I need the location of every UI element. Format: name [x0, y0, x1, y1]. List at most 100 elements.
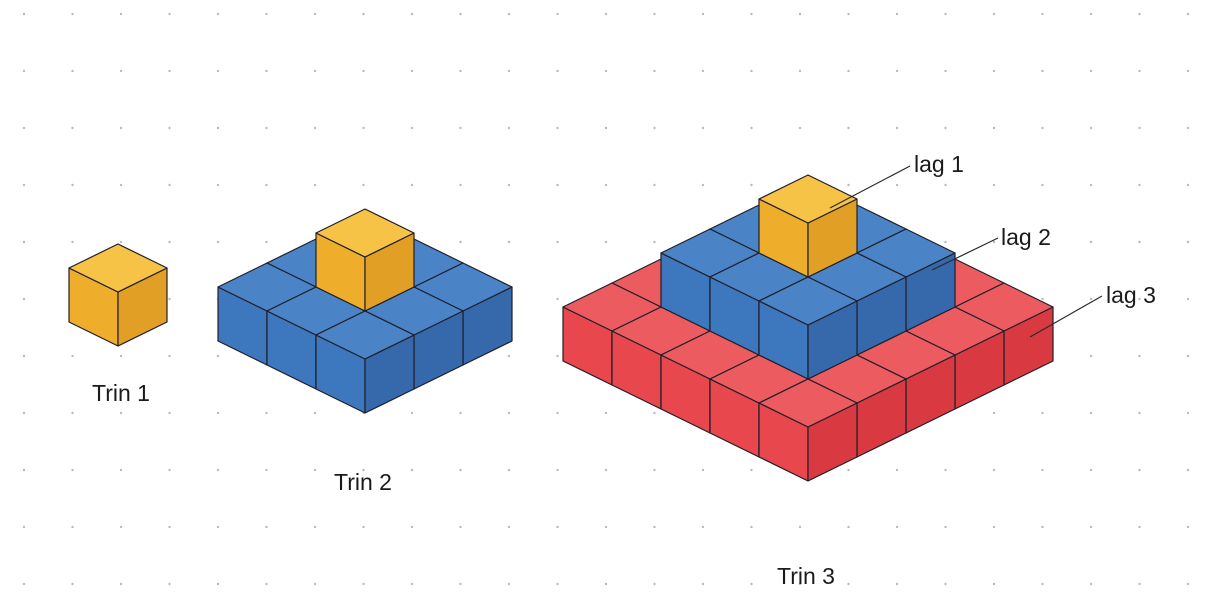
- grid-dot: [216, 411, 220, 415]
- grid-dot: [750, 468, 753, 472]
- grid-dot: [1041, 525, 1044, 529]
- grid-dot: [22, 525, 26, 529]
- structure-step-2: [217, 208, 513, 414]
- grid-dot: [168, 183, 171, 187]
- cube-top-face: [758, 378, 858, 428]
- grid-dot: [944, 525, 947, 529]
- grid-dot: [22, 468, 26, 472]
- grid-dot: [992, 240, 996, 244]
- grid-dot: [410, 525, 414, 529]
- grid-dot: [701, 126, 705, 130]
- grid-dot: [265, 240, 268, 244]
- cube-top-face: [315, 208, 415, 258]
- grid-dot: [1186, 69, 1190, 73]
- grid-dot: [701, 468, 705, 472]
- grid-dot: [216, 183, 220, 187]
- grid-dot: [1089, 297, 1093, 301]
- grid-dot: [313, 468, 317, 472]
- grid-dot: [507, 12, 511, 16]
- grid-dot: [22, 126, 26, 130]
- grid-dot: [507, 69, 511, 73]
- grid-dot: [313, 183, 317, 187]
- grid-dot: [22, 240, 26, 244]
- grid-dot: [992, 411, 996, 415]
- grid-dot: [895, 183, 899, 187]
- grid-dot: [168, 354, 171, 358]
- grid-dot: [507, 183, 511, 187]
- grid-dot: [459, 582, 462, 586]
- grid-dot: [750, 12, 753, 16]
- grid-dot: [556, 69, 559, 73]
- structure-step-1: [68, 243, 168, 347]
- grid-dot: [362, 525, 365, 529]
- grid-dot: [71, 468, 74, 472]
- grid-dot: [895, 468, 899, 472]
- grid-dot: [313, 126, 317, 130]
- grid-dot: [313, 411, 317, 415]
- grid-dot: [507, 525, 511, 529]
- grid-dot: [313, 582, 317, 586]
- grid-dot: [556, 183, 559, 187]
- grid-dot: [216, 69, 220, 73]
- grid-dot: [71, 354, 74, 358]
- structure-step-3: [562, 174, 1054, 482]
- grid-dot: [1089, 582, 1093, 586]
- grid-dot: [459, 468, 462, 472]
- grid-dot: [944, 69, 947, 73]
- grid-dot: [798, 12, 802, 16]
- grid-dot: [1041, 582, 1044, 586]
- grid-dot: [1186, 411, 1190, 415]
- grid-dot: [168, 582, 171, 586]
- layer-2-label: lag 2: [1001, 224, 1051, 250]
- grid-dot: [701, 12, 705, 16]
- grid-dot: [1138, 525, 1141, 529]
- grid-dot: [1186, 468, 1190, 472]
- grid-dot: [992, 12, 996, 16]
- grid-dot: [847, 582, 850, 586]
- cube-top-face: [758, 276, 858, 326]
- grid-dot: [1089, 354, 1093, 358]
- grid-dot: [1138, 12, 1141, 16]
- grid-dot: [1186, 525, 1190, 529]
- grid-dot: [653, 183, 656, 187]
- grid-dot: [507, 126, 511, 130]
- grid-dot: [459, 126, 462, 130]
- cube-top-face: [315, 310, 415, 360]
- grid-dot: [1089, 411, 1093, 415]
- grid-dot: [1089, 12, 1093, 16]
- grid-dot: [1041, 69, 1044, 73]
- layer-3-label: lag 3: [1106, 282, 1156, 308]
- grid-dot: [71, 183, 74, 187]
- grid-dot: [119, 354, 123, 358]
- grid-dot: [119, 183, 123, 187]
- grid-dot: [216, 468, 220, 472]
- grid-dot: [410, 12, 414, 16]
- grid-dot: [119, 411, 123, 415]
- grid-dot: [847, 69, 850, 73]
- grid-dot: [313, 12, 317, 16]
- grid-dot: [1186, 240, 1190, 244]
- grid-dot: [556, 126, 559, 130]
- grid-dot: [750, 525, 753, 529]
- grid-dot: [653, 12, 656, 16]
- grid-dot: [410, 411, 414, 415]
- grid-dot: [313, 525, 317, 529]
- step-3-label: Trin 3: [777, 563, 835, 589]
- grid-dot: [944, 183, 947, 187]
- grid-dot: [847, 525, 850, 529]
- grid-dot: [1138, 183, 1141, 187]
- grid-dot: [653, 126, 656, 130]
- grid-dot: [22, 69, 26, 73]
- grid-dot: [992, 69, 996, 73]
- grid-dot: [604, 240, 608, 244]
- grid-dot: [71, 525, 74, 529]
- grid-dot: [1089, 525, 1093, 529]
- grid-dot: [1041, 12, 1044, 16]
- grid-dot: [847, 126, 850, 130]
- grid-dot: [168, 525, 171, 529]
- grid-dot: [847, 468, 850, 472]
- grid-dot: [847, 183, 850, 187]
- step-1-label: Trin 1: [92, 380, 150, 406]
- grid-dot: [653, 69, 656, 73]
- grid-dot: [265, 411, 268, 415]
